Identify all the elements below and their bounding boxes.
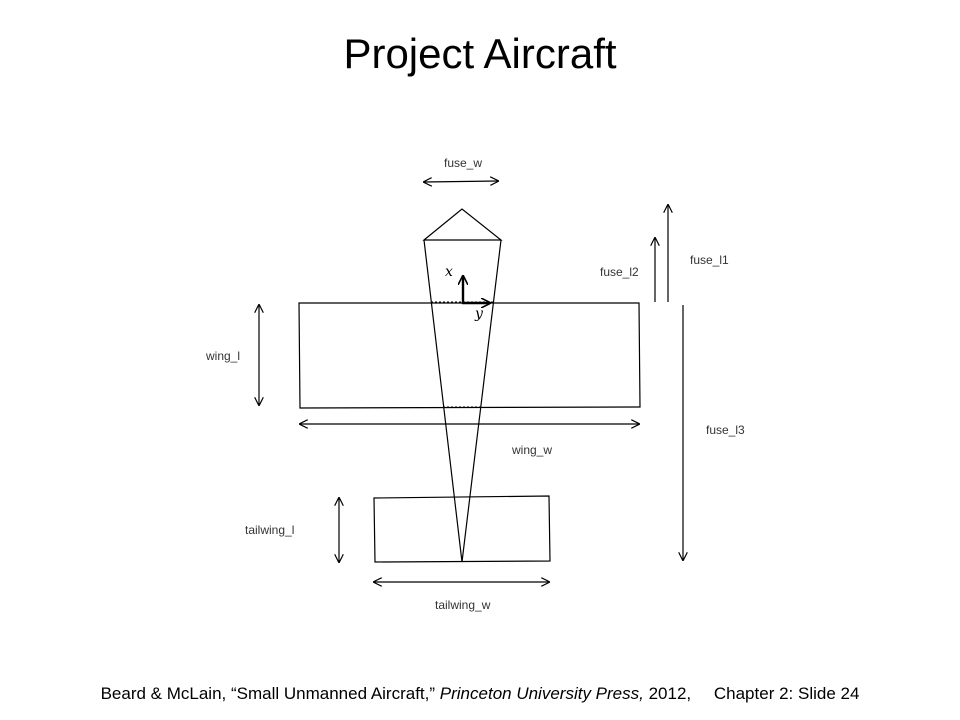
slide-title: Project Aircraft (343, 30, 617, 77)
fuse-w-arrow (424, 181, 498, 182)
tailwing-w-label: tailwing_w (435, 598, 491, 612)
x-axis-label: x (445, 264, 453, 280)
footer-publisher: Princeton University Press, (439, 684, 644, 703)
slide-footer: Beard & McLain, “Small Unmanned Aircraft… (0, 684, 960, 704)
fuse-l3-label: fuse_l3 (706, 423, 745, 437)
y-axis-label: y (474, 306, 484, 322)
footer-citation: Beard & McLain, “Small Unmanned Aircraft… (100, 684, 436, 703)
tailwing-l-label: tailwing_l (245, 523, 294, 537)
tailwing-outline (373, 495, 551, 563)
wing-l-label: wing_l (205, 349, 240, 363)
footer-chapter-slide: Chapter 2: Slide 24 (713, 684, 860, 703)
fuselage-body (423, 239, 502, 563)
fuse-l2-label: fuse_l2 (600, 265, 639, 279)
fuse-l1-label: fuse_l1 (690, 253, 729, 267)
fuselage-nose (422, 208, 503, 241)
wing-outline (298, 302, 641, 409)
fuse-w-label: fuse_w (444, 156, 482, 170)
footer-year: 2012, (648, 684, 692, 703)
wing-w-label: wing_w (511, 443, 552, 457)
